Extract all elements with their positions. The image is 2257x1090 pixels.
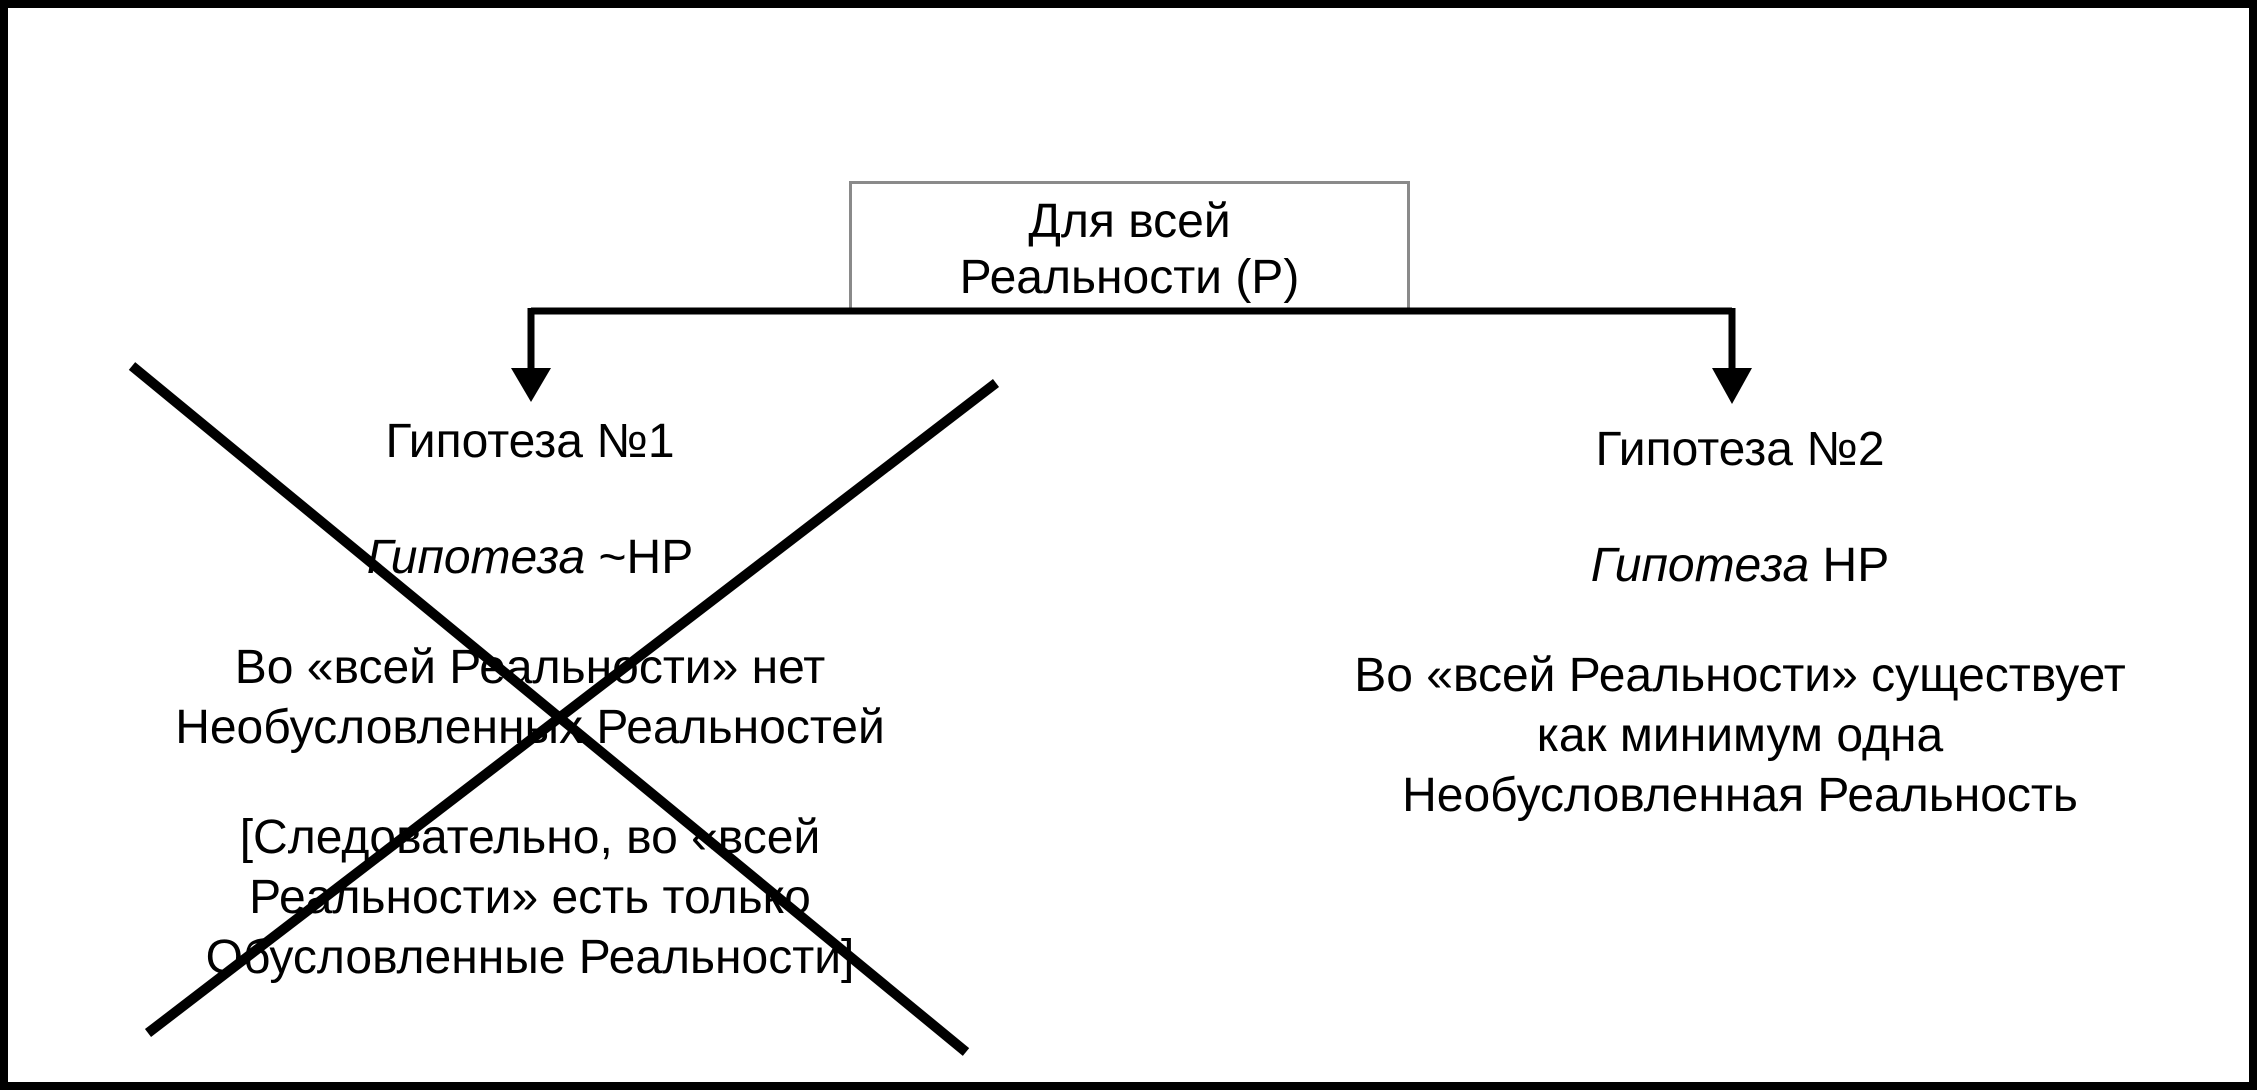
hypothesis-1-block: Гипотеза №1 Гипотеза ~НР Во «всей Реальн… [100, 412, 960, 988]
hypothesis-1-code-rest: ~НР [598, 531, 694, 584]
hypothesis-2-code-rest: НР [1822, 539, 1890, 592]
cross-out-stroke-1 [128, 362, 970, 1056]
root-node-line-1: Для всей [1028, 195, 1231, 248]
hypothesis-2-block: Гипотеза №2 Гипотеза НР Во «всей Реально… [1255, 420, 2225, 826]
root-node-box: Для всей Реальности (Р) [849, 181, 1410, 310]
hypothesis-2-desc-line-3: Необусловленная Реальность [1402, 769, 2078, 822]
hypothesis-2-code-italic: Гипотеза [1590, 539, 1810, 592]
hypothesis-2-desc-line-1: Во «всей Реальности» существует [1354, 649, 2126, 702]
hypothesis-1-code-italic: Гипотеза [366, 531, 586, 584]
hypothesis-2-desc-line-2: как минимум одна [1536, 709, 1944, 762]
hypothesis-2-title: Гипотеза №2 [1595, 423, 1885, 476]
hypothesis-2-code: Гипотеза НР [1255, 536, 2225, 596]
arrow-left-head [511, 368, 551, 402]
hypothesis-1-desc-line-1: Во «всей Реальности» нет [234, 641, 826, 694]
cross-out-stroke-2 [144, 379, 1000, 1037]
root-node-line-2: Реальности (Р) [959, 251, 1300, 304]
hypothesis-1-code: Гипотеза ~НР [100, 528, 960, 588]
hypothesis-1-note-line-3: Обусловленные Реальности] [205, 931, 855, 984]
hypothesis-1-title: Гипотеза №1 [385, 415, 675, 468]
arrow-right-head [1712, 368, 1752, 404]
